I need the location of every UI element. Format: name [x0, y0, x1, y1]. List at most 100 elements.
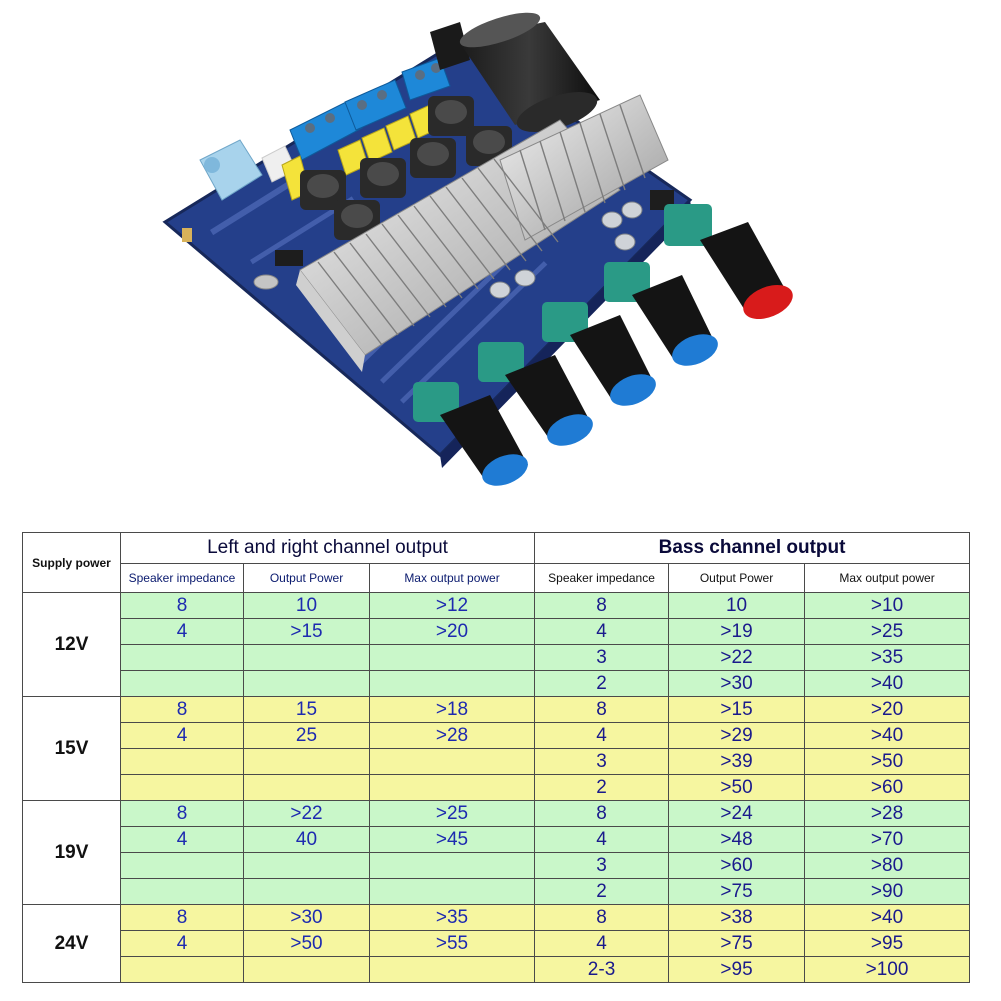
bass-cell: >50	[668, 774, 806, 801]
lr-cell: >35	[368, 904, 536, 931]
bass-cell: >95	[804, 930, 971, 957]
lr-cell	[120, 644, 244, 671]
bass-cell: >60	[804, 774, 971, 801]
bass-cell: 2-3	[534, 956, 670, 983]
lr-cell	[243, 644, 370, 671]
table-row: 3>39>50	[23, 748, 971, 775]
lr-cell: >15	[243, 618, 370, 645]
lr-cell: 4	[120, 826, 244, 853]
lr-cell	[243, 956, 370, 983]
lr-cell: 4	[120, 930, 244, 957]
supply-voltage: 19V	[22, 800, 121, 905]
lr-cell	[120, 852, 244, 879]
table-row: 2>50>60	[23, 774, 971, 801]
bass-cell: >15	[668, 696, 806, 723]
bass-cell: >95	[668, 956, 806, 983]
bass-cell: >35	[804, 644, 971, 671]
bass-cell: >50	[804, 748, 971, 775]
bass-cell: >40	[804, 904, 971, 931]
bass-cell: 3	[534, 748, 670, 775]
lr-cell: >28	[368, 722, 536, 749]
lr-cell	[368, 748, 536, 775]
lr-cell	[368, 852, 536, 879]
potentiometer-knob	[413, 204, 793, 486]
lr-cell: >12	[368, 592, 536, 619]
audio-jack	[199, 139, 263, 201]
table-row: 2-3>95>100	[23, 956, 971, 983]
bass-cell: >24	[668, 800, 806, 827]
lr-cell	[368, 644, 536, 671]
bass-cell: 8	[534, 904, 670, 931]
lr-cell: 8	[120, 696, 244, 723]
lr-col-output: Output Power	[243, 563, 370, 593]
amplifier-board-photo	[162, 12, 793, 486]
supply-voltage: 24V	[22, 904, 121, 983]
bass-cell: >28	[804, 800, 971, 827]
lr-cell: >45	[368, 826, 536, 853]
bass-cell: >75	[668, 930, 806, 957]
lr-cell	[243, 774, 370, 801]
lr-cell	[120, 878, 244, 905]
lr-cell: 25	[243, 722, 370, 749]
lr-cell: 10	[243, 592, 370, 619]
supply-voltage: 15V	[22, 696, 121, 801]
lr-cell	[120, 774, 244, 801]
table-row: 2>30>40	[23, 670, 971, 697]
bass-cell: 4	[534, 930, 670, 957]
lr-cell: >20	[368, 618, 536, 645]
bass-cell: 8	[534, 800, 670, 827]
bass-cell: >70	[804, 826, 971, 853]
bass-cell: >90	[804, 878, 971, 905]
lr-cell	[243, 878, 370, 905]
bass-cell: >19	[668, 618, 806, 645]
bass-cell: >22	[668, 644, 806, 671]
bass-cell: 2	[534, 878, 670, 905]
bass-cell: >80	[804, 852, 971, 879]
bass-cell: >29	[668, 722, 806, 749]
lr-cell: >50	[243, 930, 370, 957]
bass-cell: 10	[668, 592, 806, 619]
lr-cell: >55	[368, 930, 536, 957]
bass-cell: >60	[668, 852, 806, 879]
bass-cell: 2	[534, 774, 670, 801]
bass-cell: >38	[668, 904, 806, 931]
lr-cell: 4	[120, 722, 244, 749]
bass-cell: >48	[668, 826, 806, 853]
lr-cell: 40	[243, 826, 370, 853]
lr-cell: 8	[120, 904, 244, 931]
bass-cell: >75	[668, 878, 806, 905]
bass-cell: 4	[534, 722, 670, 749]
table-row: 3>22>35	[23, 644, 971, 671]
supply-voltage: 12V	[22, 592, 121, 697]
bass-cell: >10	[804, 592, 971, 619]
bass-cell: 2	[534, 670, 670, 697]
table-row: 3>60>80	[23, 852, 971, 879]
lr-cell	[368, 956, 536, 983]
inductor	[300, 96, 512, 240]
lr-cell	[243, 670, 370, 697]
lr-cell: 8	[120, 800, 244, 827]
bass-col-output: Output Power	[668, 563, 806, 593]
supply-power-header: Supply power	[22, 532, 121, 593]
lr-col-max: Max output power	[368, 563, 536, 593]
bass-cell: >39	[668, 748, 806, 775]
bass-cell: 8	[534, 696, 670, 723]
lr-cell: 8	[120, 592, 244, 619]
lr-cell	[368, 670, 536, 697]
lr-cell: 15	[243, 696, 370, 723]
bass-cell: 8	[534, 592, 670, 619]
bass-col-impedance: Speaker impedance	[534, 563, 670, 593]
lr-col-impedance: Speaker impedance	[120, 563, 244, 593]
lr-cell	[368, 878, 536, 905]
lr-cell	[120, 956, 244, 983]
lr-cell: >18	[368, 696, 536, 723]
bass-cell: >30	[668, 670, 806, 697]
lr-cell	[243, 852, 370, 879]
lr-cell	[120, 670, 244, 697]
